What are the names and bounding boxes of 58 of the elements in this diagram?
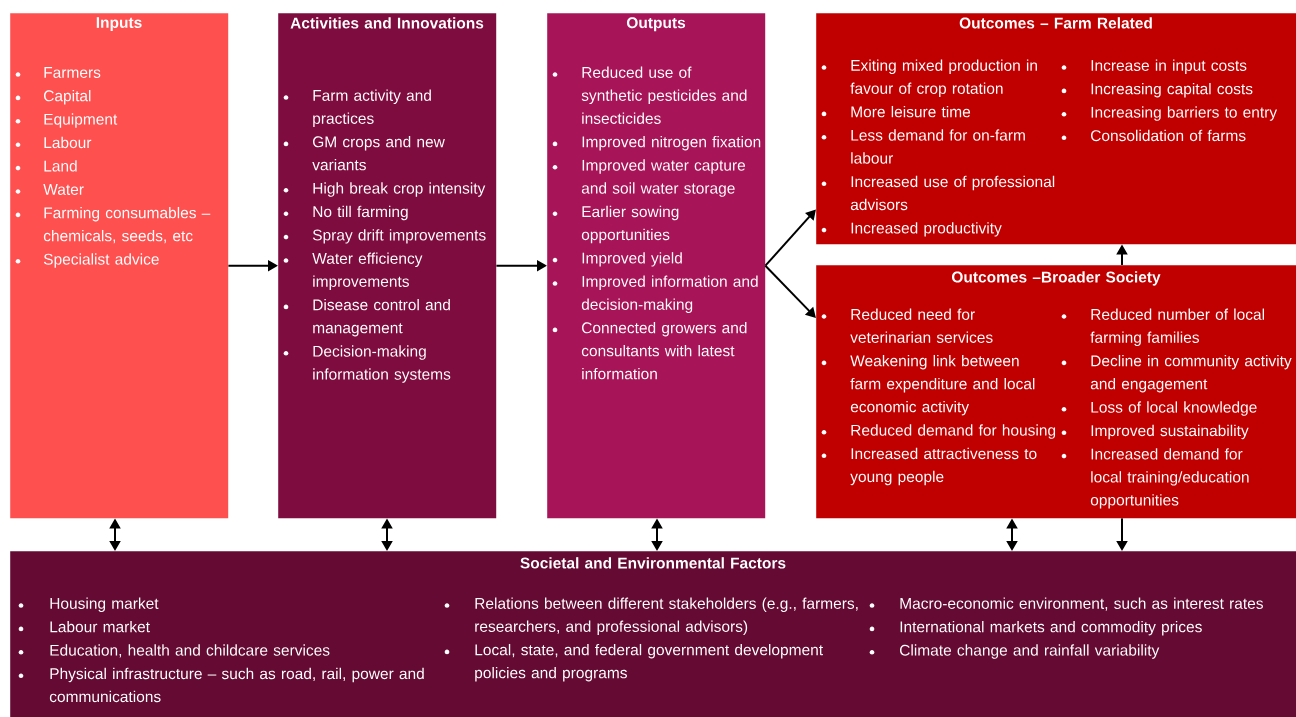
bullet-item: Reduced demand for housing bbox=[821, 424, 1056, 439]
bullet-item: Weakening link between farm expenditure and local economic activity bbox=[821, 354, 1035, 416]
bullet-item: Improved yield bbox=[552, 252, 682, 267]
bullet-item: Reduced use of synthetic pesticides and insecticides bbox=[552, 66, 747, 124]
bullet-item: Farm activity and practices bbox=[283, 89, 431, 127]
bullet-item: Macro-economic environment, such as interest rates bbox=[869, 597, 1263, 611]
bullet-item: Increasing barriers to entry bbox=[1061, 106, 1278, 121]
bullet-item: Land bbox=[15, 160, 77, 172]
heading: Outcomes –Broader Society bbox=[952, 271, 1161, 286]
bullet-item: Increased use of professional advisors bbox=[821, 175, 1055, 211]
bullet-item: Decline in community activity and engagement bbox=[1061, 354, 1292, 393]
bullet-item: Earlier sowing opportunities bbox=[552, 205, 679, 244]
bullet-item: International markets and commodity prices bbox=[869, 620, 1202, 636]
bullet-item: Increase in input costs bbox=[1061, 59, 1247, 74]
bullet-item: Increased demand for local training/education opportunities bbox=[1061, 448, 1249, 509]
bullet-item: More leisure time bbox=[821, 105, 971, 118]
arrow bbox=[764, 264, 816, 318]
heading: Activities and Innovations bbox=[290, 17, 484, 29]
bullet-item: Improved information and decision-making bbox=[552, 275, 758, 313]
bullet-item: Capital bbox=[15, 89, 91, 105]
bullet-item: Disease control and management bbox=[283, 298, 450, 337]
bullet-item: Reduced need for veterinarian services bbox=[821, 308, 993, 343]
heading: Societal and Environmental Factors bbox=[520, 557, 786, 569]
bullet-item: Equipment bbox=[15, 113, 118, 128]
bullet-item: Water bbox=[15, 184, 84, 195]
bullet-item: Connected growers and consultants with latest information bbox=[552, 321, 747, 380]
bullet-item: GM crops and new variants bbox=[283, 135, 445, 171]
bullet-item: Consolidation of farms bbox=[1061, 129, 1246, 142]
bullet-item: High break crop intensity bbox=[283, 182, 486, 197]
bullet-item: Loss of local knowledge bbox=[1061, 401, 1257, 416]
heading: Outcomes – Farm Related bbox=[959, 17, 1152, 29]
bullet-item: Spray drift improvements bbox=[283, 229, 486, 244]
bullet-item: Improved sustainability bbox=[1061, 424, 1249, 440]
bullet-item: Improved nitrogen fixation bbox=[552, 135, 761, 151]
bullet-item: Education, health and childcare services bbox=[18, 644, 330, 658]
bullet-item: Increased productivity bbox=[821, 222, 1002, 237]
bullet-item: No till farming bbox=[283, 205, 408, 221]
bullet-item: Reduced number of local farming families bbox=[1061, 308, 1264, 346]
heading: Inputs bbox=[96, 17, 142, 32]
bullet-item: Improved water capture and soil water storage bbox=[552, 159, 746, 197]
bullet-item: Local, state, and federal government development policies and programs bbox=[444, 643, 823, 682]
bullet-item: Increasing capital costs bbox=[1061, 82, 1253, 98]
bullet-item: Labour market bbox=[18, 620, 150, 633]
bullet-item: Climate change and rainfall variability bbox=[869, 644, 1160, 659]
bullet-item: Farmers bbox=[15, 67, 101, 78]
bullet-item: Physical infrastructure – such as road, rail, power and communications bbox=[18, 667, 424, 703]
bullet-item: Less demand for on-farm labour bbox=[821, 129, 1025, 164]
bullet-item: Water efficiency improvements bbox=[283, 252, 423, 290]
heading: Outputs bbox=[626, 17, 686, 32]
arrow bbox=[764, 209, 816, 267]
bullet-item: Increased attractiveness to young people bbox=[821, 447, 1037, 486]
bullet-item: Farming consumables – chemicals, seeds, etc bbox=[15, 206, 211, 244]
bullet-item: Decision-making information systems bbox=[283, 345, 451, 383]
bullet-item: Relations between different stakeholders (e.g., farmers, researchers, and professional advisors) bbox=[444, 597, 858, 635]
bullet-item: Specialist advice bbox=[15, 253, 159, 268]
bullet-item: Housing market bbox=[18, 597, 159, 612]
bullet-item: Labour bbox=[15, 136, 92, 149]
bullet-item: Exiting mixed production in favour of crop rotation bbox=[821, 59, 1037, 97]
